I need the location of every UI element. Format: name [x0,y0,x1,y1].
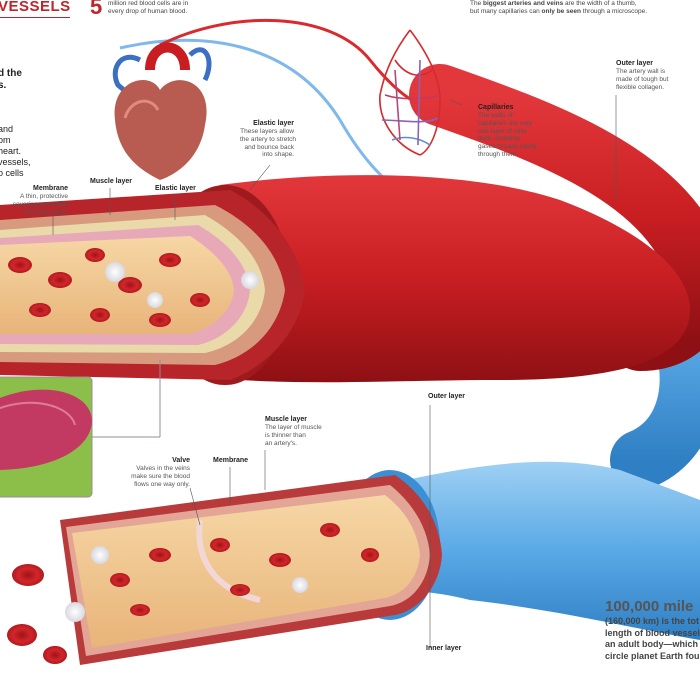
top-right-line-1: The biggest arteries and veins are the w… [470,0,637,7]
stat-line-3: an adult body—which c [605,639,700,650]
intro-line-6: vessels, [0,157,31,167]
capillary-bed [379,29,441,156]
label-muscle-layer-artery: Muscle layer [90,178,133,185]
title-underline [0,17,70,18]
artery-tube [220,175,690,383]
vein-tube [360,461,700,640]
fact-line-2: every drop of human blood. [108,8,188,16]
label-capillaries-body: The walls of capillaries are only one la… [478,112,537,159]
stat-text: (160,000 km) is the tot length of blood … [605,616,700,663]
label-elastic-layer-2: Elastic layer [155,185,196,192]
stat-line-1: (160,000 km) is the tot [605,616,700,626]
top-right-fact: The biggest arteries and veins are the w… [470,0,700,16]
label-outer-layer-vein: Outer layer [428,393,465,400]
intro-line-5: heart. [0,146,22,156]
top-right-line-2: but many capillaries can only be seen th… [470,8,648,16]
stat-line-2: length of blood vessels [605,627,700,638]
intro-line-3: and [0,124,14,134]
intro-line-1: d the [0,68,22,79]
heart-illustration [112,42,212,180]
stat-number: 100,000 mile [605,598,694,615]
fact-number: 5 [90,0,103,19]
loose-blood-cells [7,564,85,664]
intro-line-4: om [0,135,11,145]
magnified-inset [0,360,161,498]
fact-text: million red blood cells are in every dro… [108,0,228,16]
label-membrane-artery: Membrane A thin, protective covering sur… [12,185,68,216]
label-muscle-layer-vein: Muscle layer The layer of muscle is thin… [265,416,322,447]
vein-blood-cells [91,523,379,616]
artery-lumen [0,236,234,334]
artery-blood-cells [8,248,259,327]
label-inner-layer: Inner layer [426,645,462,652]
label-membrane-vein: Membrane [213,457,249,464]
leader-lines [52,95,617,648]
label-outer-layer-artery: Outer layer The artery wall is made of t… [616,60,669,91]
label-capillaries: Capillaries The walls of capillaries are… [478,104,537,159]
intro-line-2: s. [0,80,7,91]
vein-valve-flap [196,519,261,603]
stat-line-4: circle planet Earth fou [605,651,700,662]
intro-line-7: o cells [0,168,24,178]
fact-line-1: million red blood cells are in [108,0,189,7]
page-title: VESSELS [0,0,71,15]
label-valve: Valve Valves in the veins make sure the … [131,457,190,488]
label-elastic-layer-1: Elastic layer These layers allow the art… [240,120,296,159]
label-capillaries-title: Capillaries [478,104,514,111]
